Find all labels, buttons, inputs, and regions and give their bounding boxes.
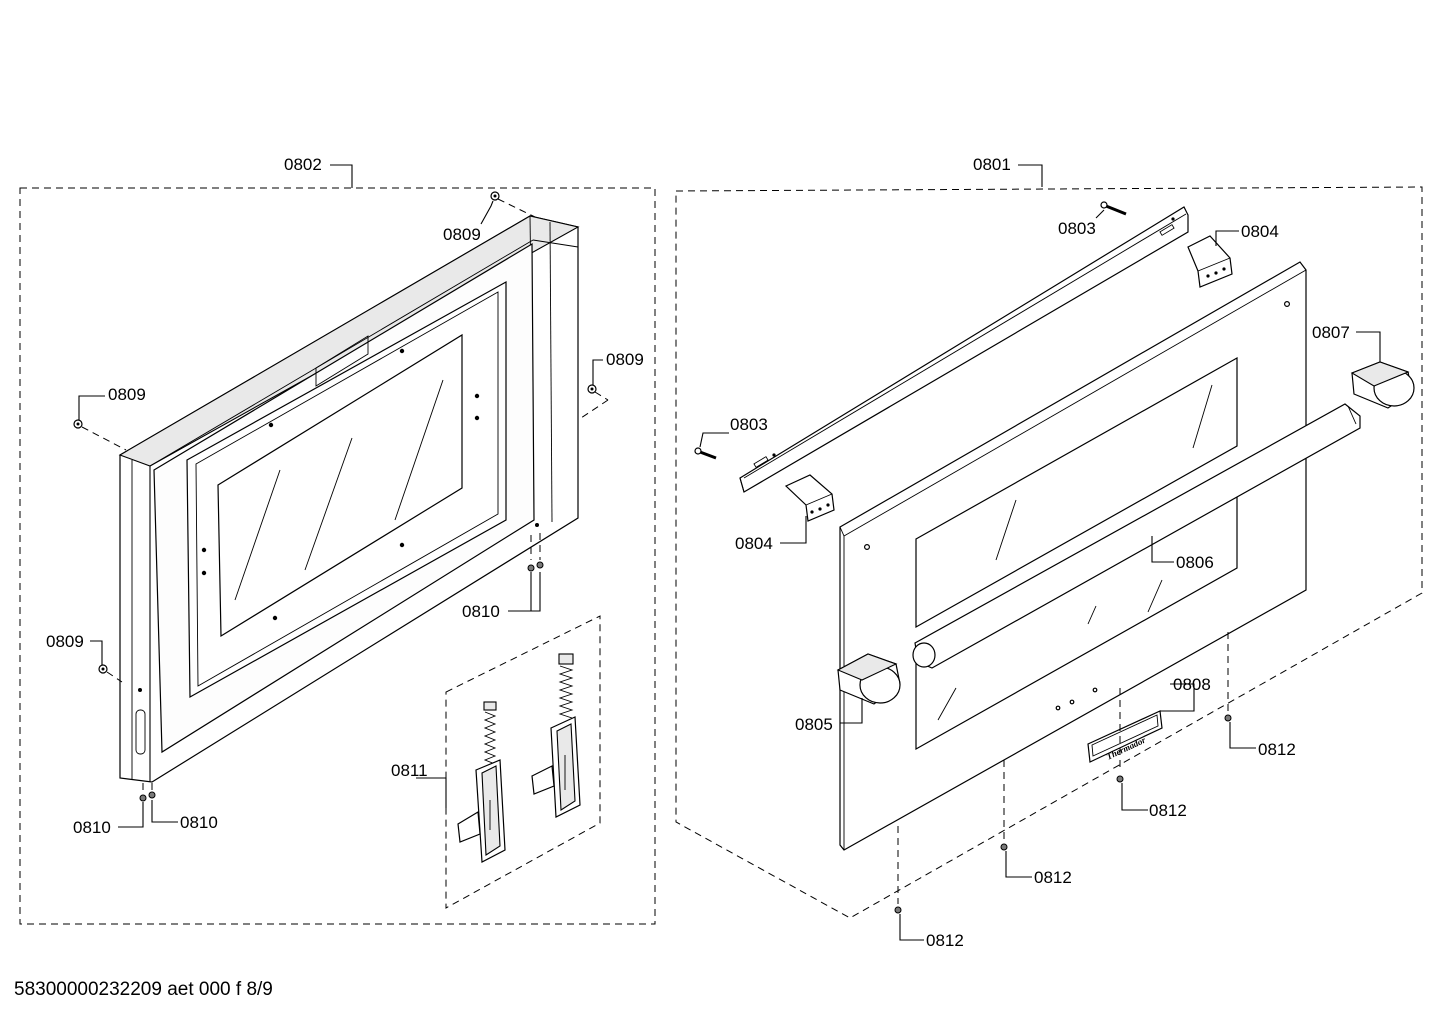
handle-end-cap-left (836, 653, 901, 705)
callout-0809-left-upper: 0809 (108, 385, 146, 404)
callout-0801: 0801 (973, 155, 1011, 174)
screw-0809-right (577, 384, 609, 421)
callout-0807: 0807 (1312, 323, 1350, 342)
callout-0809-right: 0809 (606, 350, 644, 369)
door-trim-strip (739, 206, 1189, 493)
screw-0810-pair-left (139, 783, 156, 802)
callout-0809-top: 0809 (443, 225, 481, 244)
callout-leaders (78, 164, 1381, 941)
callout-0806: 0806 (1176, 553, 1214, 572)
bracket-0804-top (1187, 235, 1233, 288)
bracket-0804-bottom (784, 474, 835, 522)
screw-0809-left-upper (73, 419, 127, 451)
callout-0803-top: 0803 (1058, 219, 1096, 238)
screw-0803-left (694, 447, 717, 460)
callout-0804-bottom: 0804 (735, 534, 773, 553)
hinge-group-frame (445, 615, 601, 909)
inner-door-panel (118, 215, 580, 783)
hinge-left (457, 701, 506, 863)
inner-door-assembly-group (19, 187, 656, 925)
callout-0810-right: 0810 (462, 602, 500, 621)
callout-0812-left: 0812 (926, 931, 964, 950)
callout-0802: 0802 (284, 155, 322, 174)
outer-door-assembly-group: Thermador (675, 186, 1423, 919)
callout-0810-left: 0810 (73, 818, 111, 837)
callout-0808: 0808 (1173, 675, 1211, 694)
drawing-reference-footer: 58300000232209 aet 000 f 8/9 (14, 979, 273, 1000)
door-handle-bar (912, 403, 1361, 669)
hinge-right (531, 653, 581, 818)
callout-0812-mid-upper: 0812 (1149, 801, 1187, 820)
callout-0804-top: 0804 (1241, 222, 1279, 241)
callout-0810-center: 0810 (180, 813, 218, 832)
callout-0809-left-lower: 0809 (46, 632, 84, 651)
callout-0812-mid-lower: 0812 (1034, 868, 1072, 887)
screw-0809-left-lower (98, 664, 123, 683)
thermador-logo-badge: Thermador (1087, 710, 1163, 763)
screw-0812-group (894, 632, 1232, 914)
screw-0810-pair-right (527, 533, 544, 572)
outer-door-group-frame (675, 186, 1423, 919)
callout-labels: 0802 0801 0809 0809 0809 0809 0810 0810 … (46, 155, 1350, 950)
screw-0809-top (490, 191, 536, 218)
screw-0803-top (1100, 201, 1127, 216)
callout-0811: 0811 (391, 761, 428, 780)
callout-0805: 0805 (795, 715, 833, 734)
handle-end-cap-right (1350, 361, 1415, 409)
callout-0803-left: 0803 (730, 415, 768, 434)
inner-door-group-frame (19, 187, 656, 925)
callout-0812-right: 0812 (1258, 740, 1296, 759)
